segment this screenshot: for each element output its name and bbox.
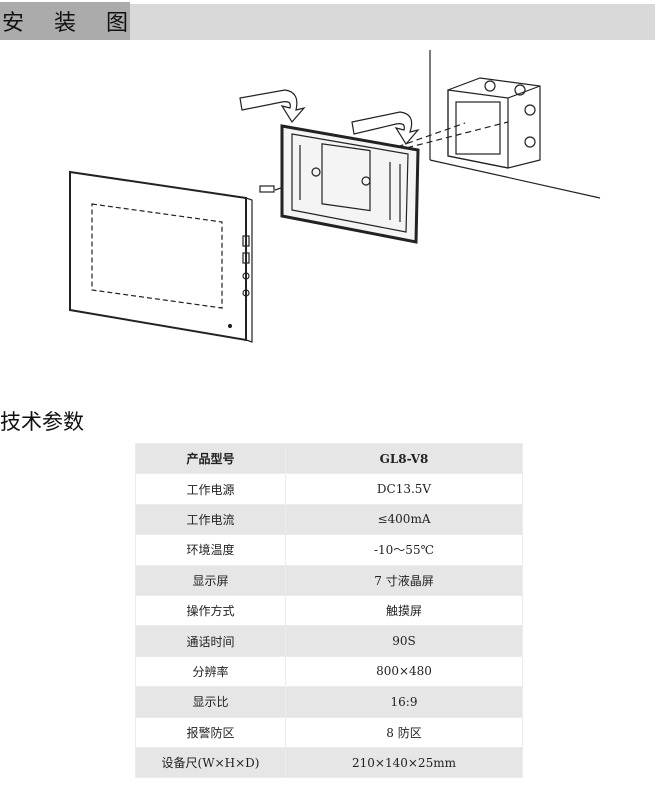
spec-label: 报警防区 [135, 716, 286, 748]
spec-value: GL8-V8 [285, 442, 523, 475]
title-char: 安 [2, 11, 25, 36]
title-char: 装 [53, 11, 76, 36]
specs-heading: 技术参数 [0, 410, 84, 434]
section-title-installation: 安 装 图 [0, 2, 130, 40]
spec-value: DC13.5V [285, 473, 523, 505]
spec-label: 环境温度 [135, 534, 286, 566]
spec-value: 16:9 [285, 686, 523, 718]
spec-value: 90S [285, 625, 523, 657]
spec-label: 分辨率 [135, 655, 286, 688]
junction-box [447, 77, 541, 169]
table-row: 工作电流≤400mA [135, 503, 523, 536]
spec-value: 210×140×25mm [285, 746, 523, 779]
spec-label: 工作电流 [135, 503, 286, 536]
spec-value: ≤400mA [285, 503, 523, 536]
spec-value: 触摸屏 [285, 594, 523, 627]
installation-diagram [69, 50, 601, 343]
spec-label: 设备尺(W×H×D) [135, 746, 286, 779]
table-row: 环境温度-10～55℃ [135, 534, 523, 566]
spec-label: 显示比 [135, 686, 286, 718]
spec-value: 7 寸液晶屏 [285, 564, 523, 596]
mounting-plate [280, 124, 420, 244]
spec-label: 操作方式 [135, 594, 286, 627]
spec-value: 8 防区 [285, 716, 523, 748]
table-row: 设备尺(W×H×D)210×140×25mm [135, 746, 523, 779]
screw-icon [259, 185, 275, 193]
arrow-icon [239, 89, 306, 124]
spec-label: 产品型号 [135, 442, 286, 475]
wall-line [429, 159, 601, 199]
spec-label: 通话时间 [135, 625, 286, 657]
spec-value: 800×480 [285, 655, 523, 688]
spec-value: -10～55℃ [285, 534, 523, 566]
spec-label: 显示屏 [135, 564, 286, 596]
table-row: 操作方式触摸屏 [135, 594, 523, 627]
spec-label: 工作电源 [135, 473, 286, 505]
indoor-monitor [69, 170, 253, 343]
arrow-icon [351, 111, 420, 146]
title-char: 图 [105, 11, 128, 36]
